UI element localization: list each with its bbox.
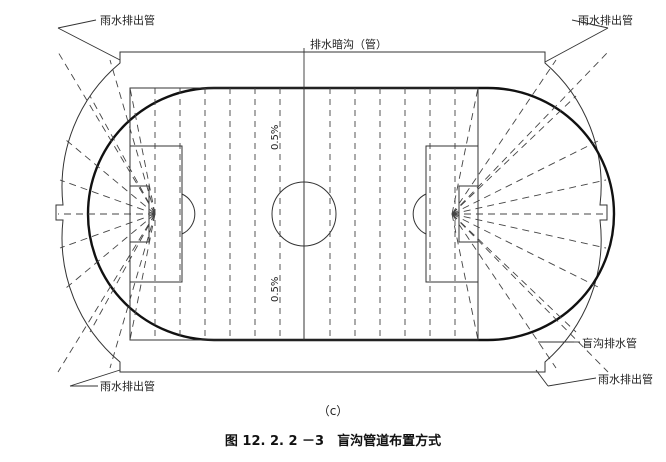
radial-drain-line [59,179,156,215]
radial-drain-line [451,213,479,341]
radial-drain-line [109,59,156,215]
radial-drain-line [451,87,479,215]
leader-bottom-right [547,377,597,387]
leader-top-right [571,19,609,29]
radial-drain-line [129,213,156,341]
sub-figure-label: （c） [317,404,349,418]
center-circle [271,181,337,247]
radial-drain-line [89,95,156,215]
radial-drain-line [57,51,156,215]
radial-drain-line [65,139,156,215]
radial-drain-line [129,87,156,215]
radial-drain-line [451,179,607,215]
slope-label-bottom: 0.5% [270,276,281,302]
radial-drain-line [109,213,156,369]
radial-drain-line [451,95,577,215]
radial-drain-line [451,213,601,289]
radial-drain-line [65,213,156,289]
radial-drain-line [451,139,601,215]
running-track [86,86,616,342]
label-blind-ditch: 盲沟排水管 [582,337,637,350]
label-drain-channel: 排水暗沟（管） [310,38,387,51]
outer-boundary [55,51,608,373]
radial-drain-line [451,213,557,369]
radial-drain-line [451,213,607,249]
slope-label-top: 0.5% [270,124,281,150]
left-penalty-arc [181,193,196,235]
radial-drain-line [451,59,557,215]
radial-drain-line [451,51,609,215]
right-penalty-arc [412,193,427,235]
radial-drain-line [59,213,156,249]
radial-drain-line [57,213,156,373]
label-rain-pipe-bottom-left: 雨水排出管 [100,380,155,393]
figure-caption: 图 12. 2. 2 －3 盲沟管道布置方式 [224,434,442,449]
label-rain-pipe-bottom-right: 雨水排出管 [598,373,653,386]
radial-drain-line [451,213,609,373]
label-rain-pipe-top-right: 雨水排出管 [578,14,633,27]
radial-drain-line [89,213,156,333]
label-rain-pipe-top-left: 雨水排出管 [100,14,155,27]
radial-drain-line [451,213,577,333]
leader-top-left [57,19,97,29]
